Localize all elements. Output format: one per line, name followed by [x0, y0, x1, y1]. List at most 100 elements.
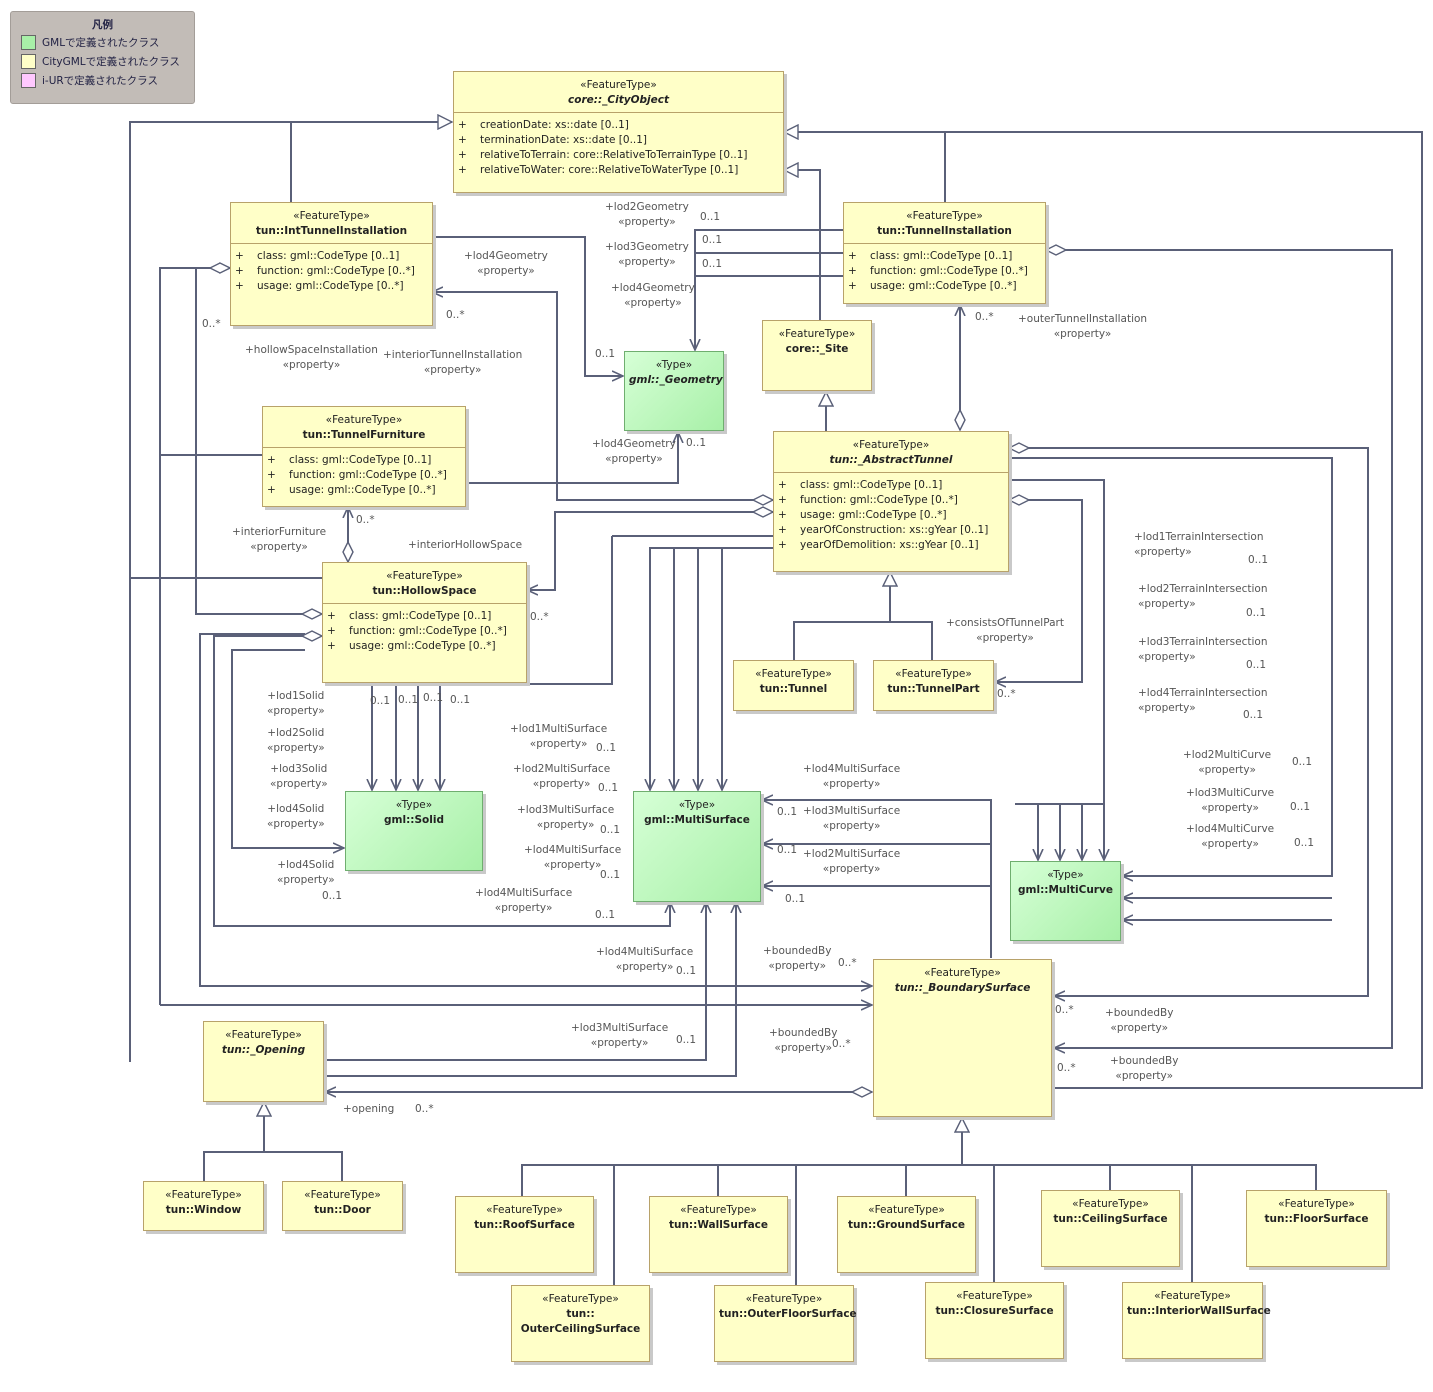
- class-site[interactable]: «FeatureType»core::_Site: [762, 320, 872, 391]
- multiplicity: 0..1: [596, 742, 617, 754]
- class-abstract-tunnel[interactable]: «FeatureType»tun::_AbstractTunnel +class…: [773, 431, 1009, 572]
- class-outer-floor-surface[interactable]: «FeatureType»tun::OuterFloorSurface: [714, 1285, 857, 1362]
- legend-swatch: [21, 35, 36, 50]
- composition-diamond: [954, 408, 966, 432]
- role-label: +lod3MultiSurface«property»: [803, 805, 901, 832]
- class-name: tun::TunnelInstallation: [877, 225, 1012, 237]
- role-label: +lod4TerrainIntersection«property»: [1138, 687, 1268, 714]
- class-tunnel-part[interactable]: «FeatureType»tun::TunnelPart: [873, 660, 994, 711]
- class-door[interactable]: «FeatureType»tun::Door: [282, 1181, 403, 1231]
- multiplicity: 0..*: [832, 1038, 851, 1050]
- class-name: gml::MultiSurface: [644, 814, 750, 826]
- class-name: tun::TunnelPart: [887, 683, 980, 695]
- class-name: gml::Solid: [384, 814, 444, 826]
- class-multi-surface[interactable]: «Type»gml::MultiSurface: [633, 791, 761, 902]
- class-tunnel[interactable]: «FeatureType»tun::Tunnel: [733, 660, 854, 711]
- multiplicity: 0..*: [997, 688, 1016, 700]
- assoc-line: [650, 547, 773, 790]
- class-name: tun::TunnelFurniture: [302, 429, 426, 441]
- role-label: +lod2TerrainIntersection«property»: [1138, 583, 1268, 610]
- class-name: tun::Tunnel: [759, 683, 828, 695]
- role-label: +lod3Geometry«property»: [605, 241, 689, 268]
- class-interior-wall-surface[interactable]: «FeatureType»tun::InteriorWallSurface: [1122, 1282, 1271, 1359]
- role-label: +lod2Solid«property»: [267, 727, 325, 754]
- legend-item-citygml: CityGMLで定義されたクラス: [11, 52, 194, 71]
- legend-swatch: [21, 73, 36, 88]
- class-city-object[interactable]: «FeatureType»core::_CityObject +creation…: [453, 71, 784, 193]
- class-ceiling-surface[interactable]: «FeatureType»tun::CeilingSurface: [1041, 1190, 1180, 1267]
- class-name: tun::ClosureSurface: [935, 1305, 1054, 1317]
- class-window[interactable]: «FeatureType»tun::Window: [143, 1181, 264, 1231]
- multiplicity: 0..1: [686, 437, 707, 449]
- class-name: tun::Window: [165, 1204, 242, 1216]
- multiplicity: 0..1: [702, 234, 723, 246]
- class-opening[interactable]: «FeatureType»tun::_Opening: [203, 1021, 324, 1102]
- multiplicity: 0..1: [595, 909, 616, 921]
- multiplicity: 0..1: [423, 692, 444, 704]
- class-int-tunnel-installation[interactable]: «FeatureType»tun::IntTunnelInstallation …: [230, 202, 433, 326]
- multiplicity: 0..1: [600, 869, 621, 881]
- multiplicity: 0..*: [838, 957, 857, 969]
- multiplicity: 0..1: [370, 695, 391, 707]
- class-floor-surface[interactable]: «FeatureType»tun::FloorSurface: [1246, 1190, 1387, 1267]
- multiplicity: 0..1: [600, 824, 621, 836]
- class-roof-surface[interactable]: «FeatureType»tun::RoofSurface: [455, 1196, 594, 1273]
- multiplicity: 0..*: [1055, 1004, 1074, 1016]
- multiplicity: 0..1: [1246, 659, 1267, 671]
- class-outer-ceiling-surface[interactable]: «FeatureType»tun::OuterCeilingSurface: [511, 1285, 650, 1362]
- composition-diamond: [1007, 494, 1031, 506]
- class-name: tun::RoofSurface: [474, 1219, 575, 1231]
- class-wall-surface[interactable]: «FeatureType»tun::WallSurface: [649, 1196, 788, 1273]
- multiplicity: 0..1: [450, 694, 471, 706]
- multiplicity: 0..*: [975, 311, 994, 323]
- class-name: tun::_BoundarySurface: [894, 982, 1031, 994]
- class-hollow-space[interactable]: «FeatureType»tun::HollowSpace +class: gm…: [322, 562, 527, 683]
- class-name: tun::WallSurface: [668, 1219, 769, 1231]
- assoc-line: [231, 649, 344, 848]
- class-name: tun::HollowSpace: [372, 585, 477, 597]
- multiplicity: 0..*: [446, 309, 465, 321]
- class-ground-surface[interactable]: «FeatureType»tun::GroundSurface: [837, 1196, 976, 1273]
- role-label: +lod4MultiSurface«property»: [475, 887, 573, 914]
- class-solid[interactable]: «Type»gml::Solid: [345, 791, 483, 871]
- role-label: +lod4MultiSurface«property»: [803, 763, 901, 790]
- assoc-line: [762, 800, 992, 958]
- composition-diamond: [1007, 442, 1031, 454]
- class-tunnel-furniture[interactable]: «FeatureType»tun::TunnelFurniture +class…: [262, 406, 466, 507]
- role-label: +boundedBy«property»: [1105, 1007, 1174, 1034]
- role-label: +lod3MultiSurface«property»: [571, 1022, 669, 1049]
- composition-diamond: [300, 630, 324, 642]
- role-label: +boundedBy«property»: [769, 1027, 838, 1054]
- legend-swatch: [21, 54, 36, 69]
- class-name: core::_CityObject: [568, 94, 669, 106]
- class-name: tun::CeilingSurface: [1053, 1213, 1168, 1225]
- class-geometry[interactable]: «Type»gml::_Geometry: [624, 351, 724, 431]
- gen-line: [945, 131, 1423, 1089]
- class-closure-surface[interactable]: «FeatureType»tun::ClosureSurface: [925, 1282, 1064, 1359]
- role-label: +consistsOfTunnelPart«property»: [946, 617, 1064, 644]
- multiplicity: 0..*: [202, 318, 221, 330]
- class-name: tun::: [566, 1308, 595, 1320]
- role-label: +lod4Geometry«property»: [464, 250, 548, 277]
- class-multi-curve[interactable]: «Type»gml::MultiCurve: [1010, 861, 1121, 941]
- multiplicity: 0..*: [530, 611, 549, 623]
- class-boundary-surface[interactable]: «FeatureType»tun::_BoundarySurface: [873, 959, 1052, 1117]
- assoc-line: [695, 229, 843, 350]
- multiplicity: 0..1: [322, 890, 343, 902]
- role-label: +boundedBy«property»: [1110, 1055, 1179, 1082]
- assoc-line: [372, 536, 613, 790]
- assoc-line: [432, 292, 773, 501]
- multiplicity: 0..1: [777, 806, 798, 818]
- class-tunnel-installation[interactable]: «FeatureType»tun::TunnelInstallation +cl…: [843, 202, 1046, 304]
- role-label: +interiorHollowSpace: [408, 539, 523, 551]
- role-label: +outerTunnelInstallation«property»: [1018, 313, 1148, 340]
- gen-line: [521, 1164, 1317, 1196]
- multiplicity: 0..*: [356, 514, 375, 526]
- role-label: +lod2MultiCurve«property»: [1183, 749, 1272, 776]
- assoc-line: [325, 902, 706, 1061]
- legend-title: 凡例: [92, 19, 113, 31]
- class-name: gml::MultiCurve: [1018, 884, 1113, 896]
- assoc-line: [527, 511, 773, 590]
- role-label: +lod4MultiCurve«property»: [1186, 823, 1275, 850]
